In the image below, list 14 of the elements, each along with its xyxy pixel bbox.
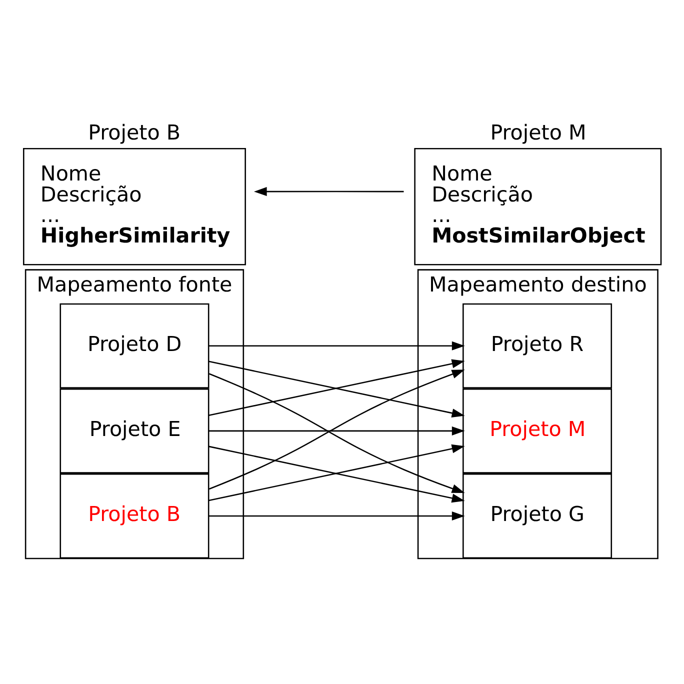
arrow — [208, 511, 465, 521]
node-box: Projeto E — [60, 388, 210, 474]
node-box: Nome Descrição ... MostSimilarObject — [414, 148, 662, 266]
arrow — [208, 341, 465, 350]
node-label: Projeto B — [88, 120, 181, 144]
node-box: Projeto R — [462, 303, 612, 388]
node-box: Nome Descrição ... HigherSimilarity — [23, 148, 246, 266]
node-box: Projeto G — [462, 473, 612, 559]
node-box: Projeto B — [60, 473, 210, 559]
node-box: Projeto D — [60, 303, 210, 388]
node-label: Projeto M — [490, 120, 586, 144]
arrow — [208, 426, 465, 436]
node-box: Projeto M — [462, 388, 612, 474]
arrow — [254, 187, 404, 196]
